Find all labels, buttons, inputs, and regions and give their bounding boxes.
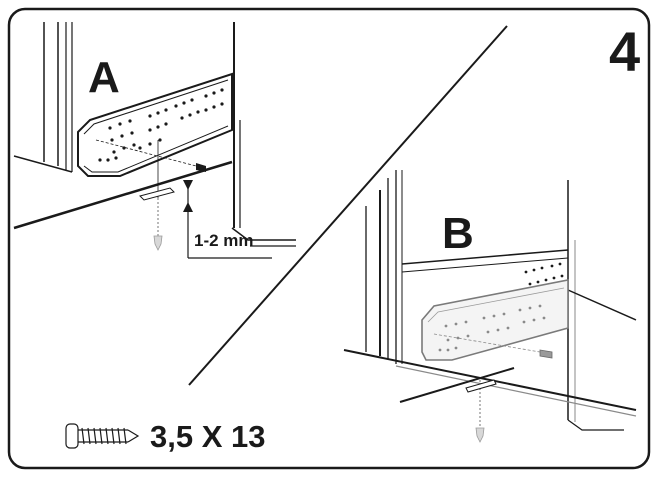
panel-b-drawing	[343, 170, 637, 443]
panel-b-label: B	[442, 209, 474, 258]
panel-a-drawing	[13, 22, 296, 259]
gap-dimension-label: 1-2 mm	[194, 231, 254, 250]
step-number: 4	[609, 20, 641, 83]
frame-border	[7, 7, 651, 470]
panel-divider	[188, 25, 508, 386]
panel-a-label: A	[88, 53, 120, 102]
screw-icon	[65, 423, 140, 449]
screw-size-label: 3,5 X 13	[150, 419, 266, 454]
